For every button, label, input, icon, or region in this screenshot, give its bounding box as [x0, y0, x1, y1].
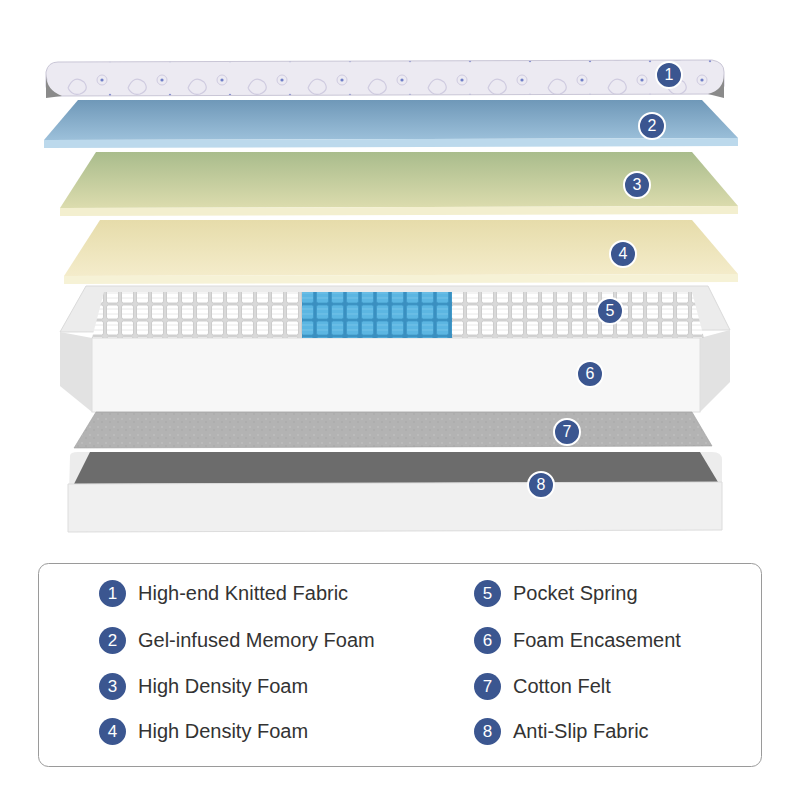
- callout-number: 3: [623, 171, 651, 199]
- callout-text: 3: [625, 173, 649, 197]
- key-number: 5: [474, 580, 501, 607]
- part-name: High Density Foam: [138, 675, 308, 698]
- key-panel: [39, 564, 762, 767]
- key-number: 6: [474, 627, 501, 654]
- callout-number: 5: [596, 297, 624, 325]
- key-number: 7: [474, 673, 501, 700]
- key-item: 5 Pocket Spring: [474, 580, 638, 607]
- key-item: 2 Gel-infused Memory Foam: [99, 627, 375, 654]
- callout-number: 1: [655, 61, 683, 89]
- callout-text: 7: [555, 420, 579, 444]
- key-item: 3 High Density Foam: [99, 673, 308, 700]
- key-number: 4: [99, 718, 126, 745]
- key-item: 8 Anti-Slip Fabric: [474, 718, 649, 745]
- callout-number: 2: [638, 112, 666, 140]
- callout-number: 6: [576, 360, 604, 388]
- part-name: High Density Foam: [138, 720, 308, 743]
- callout-text: 1: [657, 63, 681, 87]
- callout-text: 4: [611, 242, 635, 266]
- callout-number: 8: [527, 471, 555, 499]
- key-number: 3: [99, 673, 126, 700]
- key-number: 1: [99, 580, 126, 607]
- key-number: 2: [99, 627, 126, 654]
- callout-text: 2: [640, 114, 664, 138]
- callout-text: 6: [578, 362, 602, 386]
- callout-number: 4: [609, 240, 637, 268]
- key-item: 1 High-end Knitted Fabric: [99, 580, 348, 607]
- callout-number: 7: [553, 418, 581, 446]
- key-item: 4 High Density Foam: [99, 718, 308, 745]
- callout-text: 5: [598, 299, 622, 323]
- part-name: Gel-infused Memory Foam: [138, 629, 375, 652]
- part-name: Anti-Slip Fabric: [513, 720, 649, 743]
- part-name: Cotton Felt: [513, 675, 611, 698]
- part-name: High-end Knitted Fabric: [138, 582, 348, 605]
- part-name: Pocket Spring: [513, 582, 638, 605]
- key-item: 6 Foam Encasement: [474, 627, 681, 654]
- callout-text: 8: [529, 473, 553, 497]
- part-name: Foam Encasement: [513, 629, 681, 652]
- key-number: 8: [474, 718, 501, 745]
- key-item: 7 Cotton Felt: [474, 673, 611, 700]
